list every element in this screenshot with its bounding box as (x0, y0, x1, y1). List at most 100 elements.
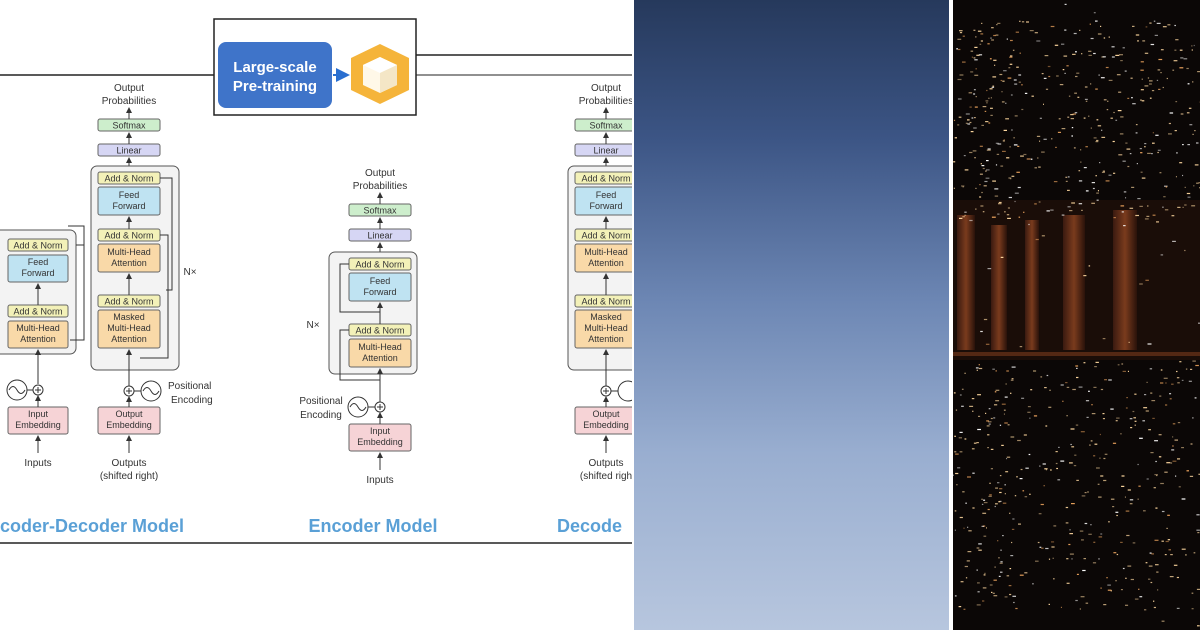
light-dot (1150, 581, 1153, 584)
light-dot (971, 398, 975, 400)
light-dot (1154, 539, 1159, 541)
light-dot (1108, 379, 1112, 381)
light-dot (1191, 608, 1194, 610)
light-dot (985, 170, 987, 172)
svg-text:Feed: Feed (28, 257, 49, 267)
light-dot (1172, 436, 1174, 438)
light-dot (1149, 22, 1152, 24)
light-dot (1029, 417, 1031, 419)
light-dot (1084, 522, 1088, 525)
light-dot (1009, 146, 1011, 148)
light-dot (1130, 77, 1133, 79)
light-dot (983, 502, 988, 504)
light-dot (976, 547, 980, 549)
light-dot (1116, 417, 1120, 419)
light-dot (1095, 141, 1099, 143)
light-dot (1068, 95, 1071, 97)
light-dot (981, 191, 983, 194)
light-dot (1079, 530, 1084, 532)
light-dot (970, 50, 974, 52)
light-dot (1107, 100, 1109, 102)
svg-text:Encoding: Encoding (171, 395, 213, 406)
light-dot (1100, 587, 1102, 589)
light-dot (1098, 536, 1103, 538)
light-dot (1153, 20, 1156, 22)
light-dot (1194, 397, 1197, 399)
light-dot (1188, 107, 1192, 109)
svg-text:Softmax: Softmax (112, 121, 146, 131)
light-dot (1196, 529, 1200, 531)
svg-text:Linear: Linear (367, 231, 392, 241)
light-dot (979, 173, 983, 175)
light-dot (1164, 185, 1168, 187)
light-dot (1010, 55, 1013, 57)
light-dot (1072, 388, 1075, 391)
light-dot (1010, 379, 1014, 381)
light-dot (1099, 433, 1101, 436)
svg-text:Attention: Attention (588, 334, 624, 344)
light-dot (1069, 529, 1071, 531)
light-dot (996, 24, 998, 26)
light-dot (957, 467, 961, 469)
attention-block (348, 338, 412, 368)
light-dot (987, 43, 990, 45)
svg-text:Add & Norm: Add & Norm (581, 174, 630, 184)
light-dot (1005, 471, 1009, 473)
light-dot (1116, 74, 1121, 76)
light-dot (967, 551, 972, 553)
light-dot (995, 503, 998, 505)
light-dot (963, 527, 965, 529)
light-dot (993, 595, 998, 597)
light-dot (1095, 88, 1098, 90)
light-dot (1144, 143, 1147, 145)
light-dot (961, 388, 964, 390)
light-dot (1161, 620, 1165, 622)
light-dot (990, 448, 994, 450)
light-dot (1189, 475, 1194, 477)
light-dot (1179, 361, 1182, 363)
light-dot (971, 117, 974, 119)
light-dot (986, 420, 989, 422)
light-dot (964, 211, 967, 213)
light-dot (1004, 396, 1008, 398)
light-dot (1147, 152, 1151, 154)
light-dot (1016, 66, 1019, 68)
svg-text:Add & Norm: Add & Norm (581, 297, 630, 307)
light-dot (1075, 365, 1079, 367)
light-dot (1035, 238, 1039, 241)
light-dot (1110, 498, 1115, 500)
light-dot (1013, 137, 1015, 139)
light-dot (1191, 592, 1194, 594)
light-dot (1125, 197, 1127, 199)
pillar (957, 215, 975, 350)
light-dot (1033, 415, 1038, 417)
light-dot (981, 525, 984, 527)
light-dot (1074, 92, 1077, 94)
light-dot (1029, 30, 1034, 32)
light-dot (1066, 386, 1070, 388)
light-dot (1177, 382, 1180, 384)
light-dot (1021, 397, 1025, 399)
light-dot (970, 131, 974, 133)
light-dot (1098, 496, 1102, 498)
light-dot (1154, 34, 1158, 36)
light-dot (1146, 478, 1149, 480)
light-dot (990, 114, 993, 116)
light-dot (1076, 479, 1079, 481)
light-dot (1044, 387, 1047, 389)
light-dot (1195, 364, 1199, 367)
light-dot (1160, 72, 1162, 74)
light-dot (1060, 460, 1065, 462)
light-dot (954, 137, 957, 139)
light-dot (1071, 202, 1075, 204)
light-dot (986, 160, 989, 162)
light-dot (1155, 134, 1159, 136)
light-dot (954, 595, 957, 597)
light-dot (989, 88, 993, 90)
light-dot (989, 584, 993, 586)
light-dot (994, 64, 996, 66)
light-dot (1158, 88, 1161, 90)
light-dot (1053, 525, 1057, 527)
light-dot (976, 54, 980, 56)
svg-text:Add & Norm: Add & Norm (355, 326, 404, 336)
